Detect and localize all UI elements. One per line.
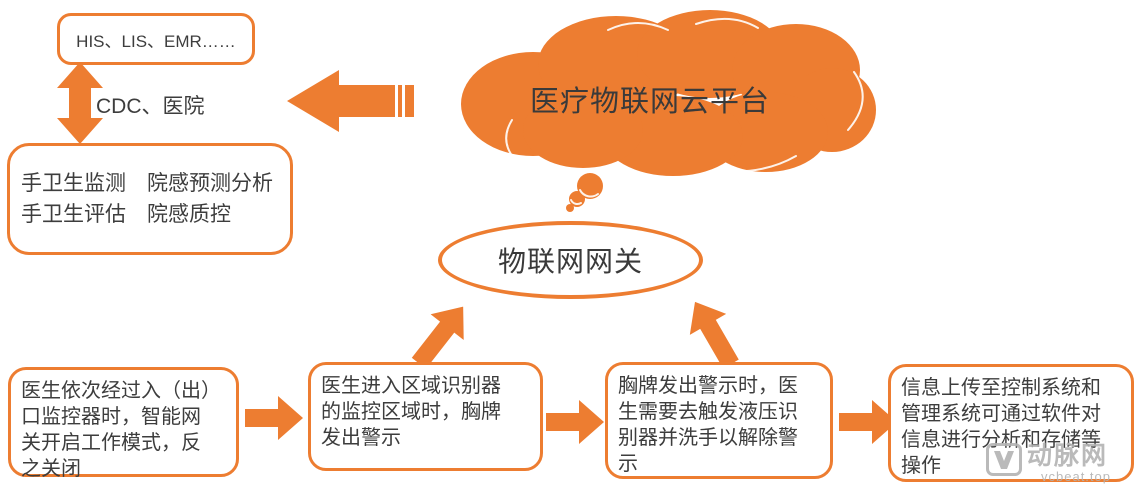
thought-cloud-icon	[461, 10, 876, 212]
step2-to-gateway-arrow-icon	[411, 306, 464, 369]
iot-gateway-label: 物联网网关	[497, 246, 643, 277]
his-lis-emr-box: HIS、LIS、EMR……	[57, 13, 255, 65]
cloud-platform: 医疗物联网云平台	[458, 2, 878, 214]
vcbeat-site-label: vcbeat.top	[1041, 469, 1111, 484]
flow-step-4-text: 信息上传至控制系统和管理系统可通过软件对信息进行分析和存储等操作	[901, 377, 1101, 477]
flow-step-3-text: 胸牌发出警示时，医生需要去触发液压识别器并洗手以解除警示	[618, 375, 798, 475]
flow-step-1-box: 医生依次经过入（出）口监控器时，智能网关开启工作模式，反之关闭	[8, 367, 239, 480]
flow-step-3-box: 胸牌发出警示时，医生需要去触发液压识别器并洗手以解除警示	[605, 362, 833, 479]
step3-to-gateway-arrow-icon	[689, 301, 739, 369]
cdc-hospital-label: CDC、医院	[96, 95, 205, 118]
vcbeat-watermark: 动脉网 vcbeat.top	[986, 443, 1111, 484]
cloud-platform-label: 医疗物联网云平台	[529, 86, 770, 118]
capabilities-text: 手卫生监测 院感预测分析手卫生评估 院感质控	[21, 172, 273, 226]
flow-step-2-box: 医生进入区域识别器的监控区域时，胸牌发出警示	[308, 362, 543, 471]
vcbeat-logo-icon	[986, 443, 1022, 476]
flow-step-1-text: 医生依次经过入（出）口监控器时，智能网关开启工作模式，反之关闭	[21, 380, 221, 480]
vcbeat-brand-label: 动脉网	[1027, 442, 1109, 470]
step3-to-step4-arrow-icon	[839, 400, 897, 444]
cloud-to-left-arrow-icon	[287, 70, 414, 132]
vcbeat-watermark-text: 动脉网 vcbeat.top	[1027, 443, 1111, 484]
flow-step-2-text: 医生进入区域识别器的监控区域时，胸牌发出警示	[321, 375, 501, 449]
step1-to-step2-arrow-icon	[245, 396, 303, 440]
step2-to-step3-arrow-icon	[546, 400, 604, 444]
capabilities-box: 手卫生监测 院感预测分析手卫生评估 院感质控	[7, 143, 293, 255]
flow-step-4-box: 信息上传至控制系统和管理系统可通过软件对信息进行分析和存储等操作	[888, 364, 1134, 482]
iot-gateway-node: 物联网网关	[438, 221, 703, 299]
bidirectional-arrow-icon	[57, 62, 103, 144]
his-lis-emr-label: HIS、LIS、EMR……	[76, 31, 236, 51]
